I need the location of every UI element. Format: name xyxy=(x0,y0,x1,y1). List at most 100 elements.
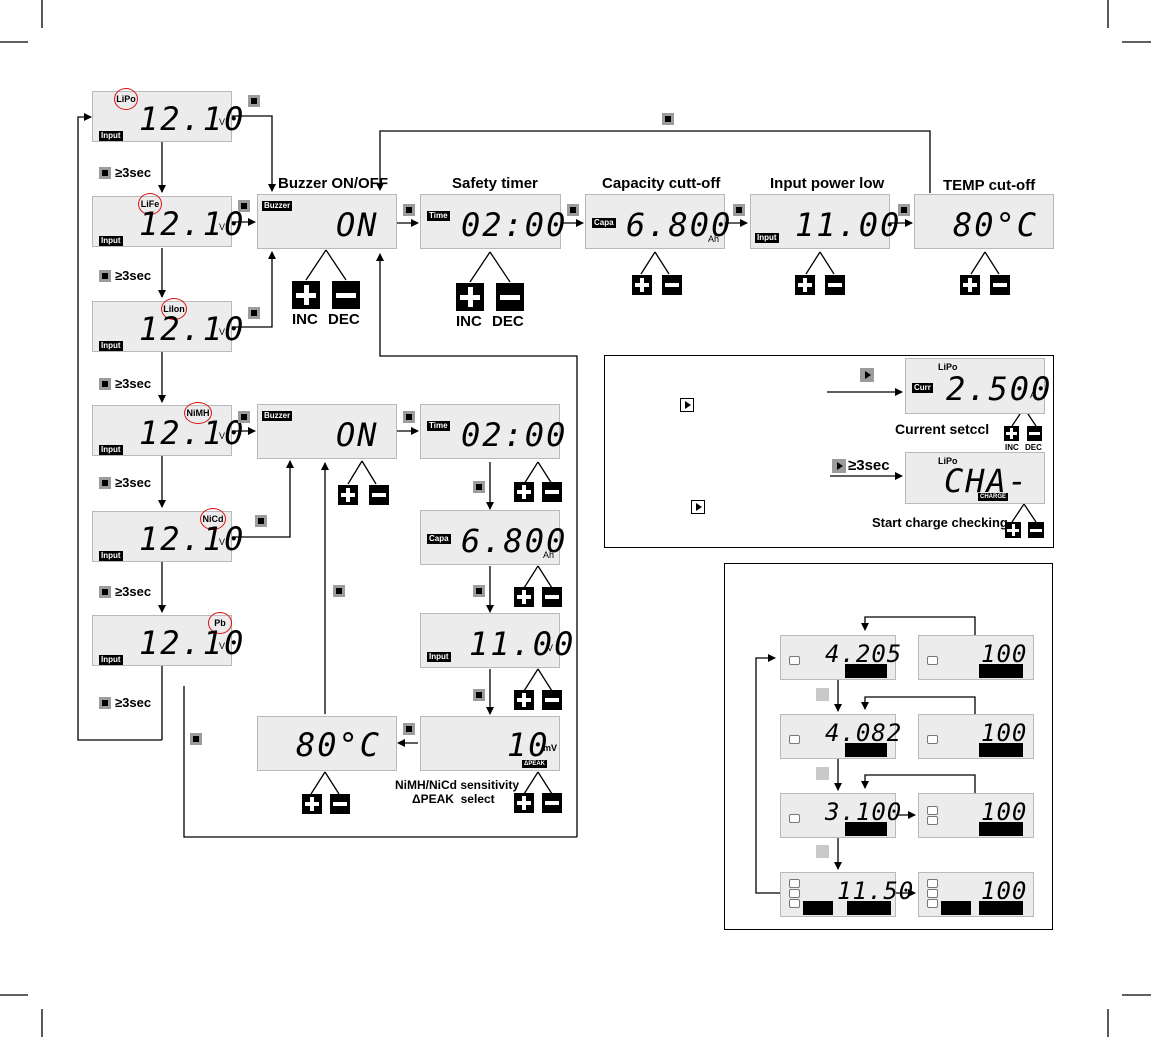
delta-peak-screen[interactable]: 10 mV ΔPEAK xyxy=(420,716,560,771)
buzzer-screen[interactable]: Buzzer ON xyxy=(257,194,397,249)
input-unit: V xyxy=(547,643,554,653)
dec-label: DEC xyxy=(492,313,524,330)
input-power-low-screen[interactable]: Input 11.00 xyxy=(750,194,899,249)
chemistry-life-screen[interactable]: LiFe 12.10 V Input xyxy=(92,193,243,247)
cell-percent-value: 100 xyxy=(981,798,1028,826)
chemistry-pb-screen[interactable]: Pb 12.10 V Input xyxy=(92,612,243,666)
ni-buzzer-screen[interactable]: Buzzer ON xyxy=(257,404,397,459)
dec-label: DEC xyxy=(328,311,360,328)
hold-duration: ≥3sec xyxy=(848,457,890,474)
cell-icon xyxy=(789,889,800,898)
sensitivity-label: NiMH/NiCd sensitivity xyxy=(395,778,520,792)
voltage-readout: 12.10 xyxy=(139,414,246,452)
ni-temp-screen[interactable]: 80°C xyxy=(257,716,397,771)
inc-button[interactable] xyxy=(514,587,534,607)
inc-button[interactable] xyxy=(338,485,358,505)
select-button-icon xyxy=(99,477,111,489)
select-button-icon xyxy=(403,204,415,216)
inc-button[interactable] xyxy=(1005,522,1021,538)
charge-check-screen[interactable]: LiPo CHA- CHARGE xyxy=(905,452,1045,504)
safety-timer-value: 02:00 xyxy=(461,206,568,244)
input-tag: Input xyxy=(99,236,123,246)
cell-screen-2[interactable]: 4.082 xyxy=(780,714,901,759)
cell-icon xyxy=(789,814,800,823)
ni-capa-screen[interactable]: Capa 6.800 Ah xyxy=(420,510,565,565)
inc-button[interactable] xyxy=(960,275,980,295)
chemistry-label: LiPo xyxy=(938,362,958,372)
select-button-icon xyxy=(733,204,745,216)
ni-time-screen[interactable]: Time 02:00 xyxy=(420,404,565,459)
dec-button[interactable] xyxy=(330,794,350,814)
cell-percent-screen-4[interactable]: 100 xyxy=(918,872,1034,917)
input-tag: Input xyxy=(427,652,451,662)
cell-screen-3[interactable]: 3.100 xyxy=(780,793,901,838)
dec-button[interactable] xyxy=(662,275,682,295)
dec-button[interactable] xyxy=(542,793,562,813)
ni-input-screen[interactable]: Input 11.00 V xyxy=(420,613,573,668)
inc-button[interactable] xyxy=(292,281,320,309)
cell-screen-4[interactable]: 11.50 xyxy=(780,872,913,917)
safety-timer-screen[interactable]: Time 02:00 xyxy=(420,194,565,249)
status-bar xyxy=(979,901,1023,915)
hold-duration: ≥3sec xyxy=(115,584,152,599)
input-tag: Input xyxy=(99,655,123,665)
start-button-icon xyxy=(860,368,874,382)
inc-button[interactable] xyxy=(302,794,322,814)
capacity-cutoff-screen[interactable]: Capa 6.800 Ah xyxy=(585,194,730,249)
inc-button[interactable] xyxy=(1004,426,1019,441)
dec-button[interactable] xyxy=(496,283,524,311)
voltage-unit: V xyxy=(219,537,226,547)
inc-button[interactable] xyxy=(632,275,652,295)
temp-cutoff-value: 80°C xyxy=(296,726,382,764)
inc-label: INC xyxy=(1005,443,1019,452)
dec-button[interactable] xyxy=(1027,426,1042,441)
dec-button[interactable] xyxy=(369,485,389,505)
cell-icon xyxy=(927,889,938,898)
dec-button[interactable] xyxy=(1028,522,1044,538)
cell-percent-screen-2[interactable]: 100 xyxy=(918,714,1034,759)
chemistry-nimh-screen[interactable]: NiMH 12.10 V Input xyxy=(92,402,243,456)
curr-tag: Curr xyxy=(912,383,933,393)
hold-duration: ≥3sec xyxy=(115,695,152,710)
hold-duration: ≥3sec xyxy=(115,475,152,490)
voltage-unit: V xyxy=(219,641,226,651)
inc-button[interactable] xyxy=(514,793,534,813)
status-bar xyxy=(845,664,887,678)
select-button-icon xyxy=(816,845,829,858)
cell-percent-screen-3[interactable]: 100 xyxy=(918,793,1034,838)
cell-icon xyxy=(789,879,800,888)
status-bar xyxy=(845,822,887,836)
delta-peak-tag: ΔPEAK xyxy=(522,760,547,768)
inc-button[interactable] xyxy=(514,482,534,502)
chemistry-nicd-screen[interactable]: NiCd 12.10 V Input xyxy=(92,508,243,562)
dec-button[interactable] xyxy=(542,482,562,502)
inc-button[interactable] xyxy=(514,690,534,710)
dec-button[interactable] xyxy=(990,275,1010,295)
dec-button[interactable] xyxy=(332,281,360,309)
status-bar xyxy=(847,901,891,915)
cell-percent-screen-1[interactable]: 100 xyxy=(918,635,1034,680)
select-button-icon xyxy=(190,733,202,745)
dec-button[interactable] xyxy=(542,690,562,710)
dec-button[interactable] xyxy=(542,587,562,607)
dec-button[interactable] xyxy=(825,275,845,295)
select-button-icon xyxy=(403,723,415,735)
inc-button[interactable] xyxy=(795,275,815,295)
chemistry-liion-screen[interactable]: LiIon 12.10 V Input xyxy=(92,298,243,352)
capacity-cutoff-title: Capacity cutt-off xyxy=(602,175,721,192)
chemistry-lipo-screen[interactable]: LiPo 12.10 V Input xyxy=(92,88,243,142)
cell-icon xyxy=(789,656,800,665)
inc-button[interactable] xyxy=(456,283,484,311)
voltage-unit: V xyxy=(219,327,226,337)
cell-icon xyxy=(927,899,938,908)
cell-screen-1[interactable]: 4.205 xyxy=(780,635,901,680)
temp-cutoff-screen[interactable]: 80°C xyxy=(914,194,1054,249)
voltage-readout: 12.10 xyxy=(139,310,246,348)
voltage-unit: V xyxy=(219,117,226,127)
cell-voltage-value: 4.205 xyxy=(825,640,903,668)
current-screen[interactable]: LiPo Curr 2.500 A xyxy=(905,358,1050,414)
voltage-readout: 12.10 xyxy=(139,100,246,138)
cell-icon xyxy=(927,735,938,744)
inc-label: INC xyxy=(292,311,318,328)
cell-icon xyxy=(789,735,800,744)
